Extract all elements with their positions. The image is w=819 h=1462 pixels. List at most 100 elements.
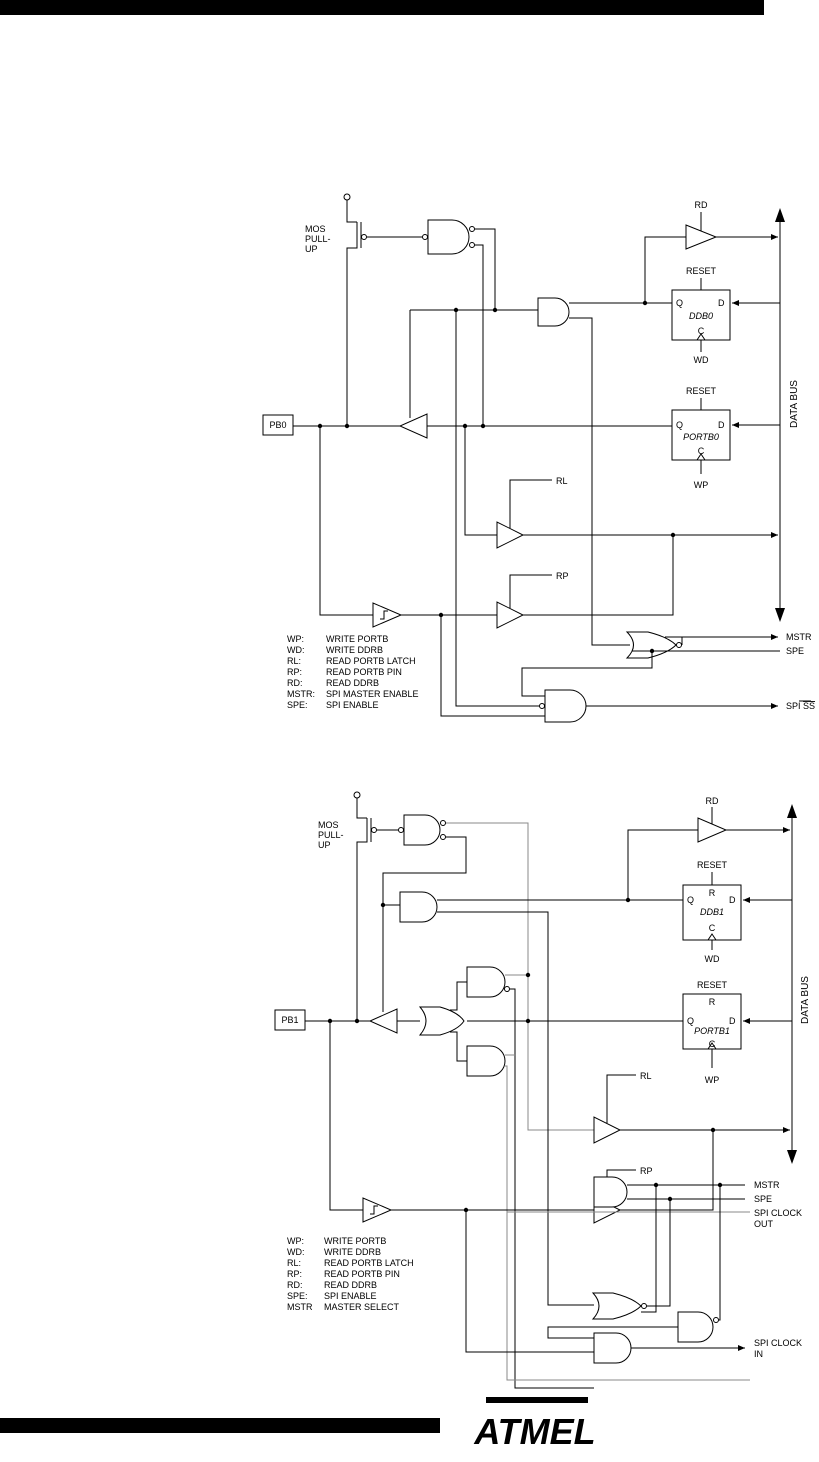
ddb0-q-label: Q [676,298,683,308]
svg-text:WP:: WP: [287,1236,304,1246]
svg-text:SPI MASTER ENABLE: SPI MASTER ENABLE [326,689,419,699]
svg-text:READ DDRB: READ DDRB [326,678,379,688]
ddb1-c-label: C [709,923,716,933]
portb1-name-label: PORTB1 [694,1026,730,1036]
ddb1-d-label: D [729,895,736,905]
output-driver [398,413,428,439]
svg-text:READ PORTB LATCH: READ PORTB LATCH [324,1258,414,1268]
mstr-label: MSTR [786,632,812,642]
portb0-c-label: C [698,446,705,456]
mos-label-3: UP [305,244,318,254]
ddb1-q-label: Q [687,895,694,905]
pb1-diagram: DATA BUS PB1 MOS PULL- UP RD R [274,791,811,1389]
ddb0-reset-label: RESET [686,266,717,276]
pin-pb1 [274,1009,306,1031]
svg-text:READ DDRB: READ DDRB [324,1280,377,1290]
svg-text:WRITE DDRB: WRITE DDRB [324,1247,381,1257]
svg-text:READ PORTB PIN: READ PORTB PIN [324,1269,400,1279]
bus-arrow-down [775,608,785,622]
mos-pullup-transistor [346,200,362,425]
vcc-terminal [343,193,351,201]
portb1-wp-label: WP [705,1075,720,1085]
ddb0-d-label: D [718,298,725,308]
ddb0-flip-flop [671,289,731,341]
portb1-flip-flop [682,993,742,1050]
svg-text:RP:: RP: [287,667,302,677]
svg-text:READ PORTB PIN: READ PORTB PIN [326,667,402,677]
ddb1-flip-flop [682,884,742,941]
legend-pb0: WP: WRITE PORTB WD: WRITE DDRB RL: READ … [287,634,419,710]
mos-label-1b: MOS [318,820,339,830]
svg-text:WRITE PORTB: WRITE PORTB [326,634,388,644]
schmitt-trigger [372,602,403,628]
pullup-and-gate [427,219,470,255]
svg-text:MSTR:: MSTR: [287,689,315,699]
mos-gate-bubble [361,234,367,240]
legend-pb1: WP: WRITE PORTB WD: WRITE DDRB RL: READ … [287,1236,414,1312]
pb0-diagram: DATA BUS PB0 MOS PULL- UP RD R [262,193,815,723]
spe-label: SPE [786,646,804,656]
spi-ss-label: SPI SS [786,701,815,711]
portb0-reset-label: RESET [686,386,717,396]
atmel-logo-text: ATMEL [473,1411,595,1452]
svg-text:RL:: RL: [287,656,301,666]
rl-label-2: RL [640,1071,652,1081]
rl-buffer [496,521,525,549]
ddr-and-gate [537,297,570,327]
mos-label-1: MOS [305,224,326,234]
rp-label: RP [556,571,569,581]
ddb0-wd-label: WD [694,355,709,365]
rp-label-2: RP [640,1166,653,1176]
pin-pb0 [262,414,294,436]
svg-text:WRITE PORTB: WRITE PORTB [324,1236,386,1246]
rd-label-2: RD [706,796,719,806]
spi-clock-in-label-2: IN [754,1349,763,1359]
bus-arrow-up [775,208,785,222]
portb0-d-label: D [718,420,725,430]
bottom-footer-bar [0,1418,440,1433]
mos-label-2: PULL- [305,234,331,244]
ddb0-name-label: DDB0 [689,311,713,321]
ddb1-reset-label: RESET [697,860,728,870]
svg-text:SPE:: SPE: [287,700,308,710]
ddb1-r-label: R [709,888,716,898]
spi-clock-out-label-1: SPI CLOCK [754,1208,802,1218]
spe-label-2: SPE [754,1194,772,1204]
rp-buffer [496,601,525,629]
portb1-r-label: R [709,997,716,1007]
mstr-label-2: MSTR [754,1180,780,1190]
portb1-q-label: Q [687,1016,694,1026]
portb1-d-label: D [729,1016,736,1026]
svg-text:MASTER SELECT: MASTER SELECT [324,1302,400,1312]
svg-text:SPI ENABLE: SPI ENABLE [326,700,379,710]
svg-text:MSTR: MSTR [287,1302,313,1312]
ddb0-c-label: C [698,326,705,336]
svg-text:READ PORTB LATCH: READ PORTB LATCH [326,656,416,666]
mos-label-3b: UP [318,840,331,850]
svg-text:RP:: RP: [287,1269,302,1279]
spi-clock-out-label-2: OUT [754,1219,774,1229]
rl-label: RL [556,476,568,486]
data-bus-label: DATA BUS [789,380,800,428]
spi-ss-and-gate [544,689,587,723]
portb0-q-label: Q [676,420,683,430]
ddb1-name-label: DDB1 [700,907,724,917]
svg-text:WP:: WP: [287,634,304,644]
svg-text:SPI ENABLE: SPI ENABLE [324,1291,377,1301]
data-bus-label-2: DATA BUS [800,976,811,1024]
rd-label: RD [695,200,708,210]
mos-label-2b: PULL- [318,830,344,840]
svg-text:SPE:: SPE: [287,1291,308,1301]
portb1-reset-label: RESET [697,980,728,990]
svg-text:WRITE DDRB: WRITE DDRB [326,645,383,655]
svg-text:WD:: WD: [287,1247,305,1257]
spi-clock-in-label-1: SPI CLOCK [754,1338,802,1348]
portb0-wp-label: WP [694,480,709,490]
portb0-name-label: PORTB0 [683,432,719,442]
svg-text:RL:: RL: [287,1258,301,1268]
svg-text:RD:: RD: [287,678,303,688]
svg-text:WD:: WD: [287,645,305,655]
pin-pb0-label: PB0 [269,420,286,430]
atmel-logo: ATMEL [473,1397,596,1452]
